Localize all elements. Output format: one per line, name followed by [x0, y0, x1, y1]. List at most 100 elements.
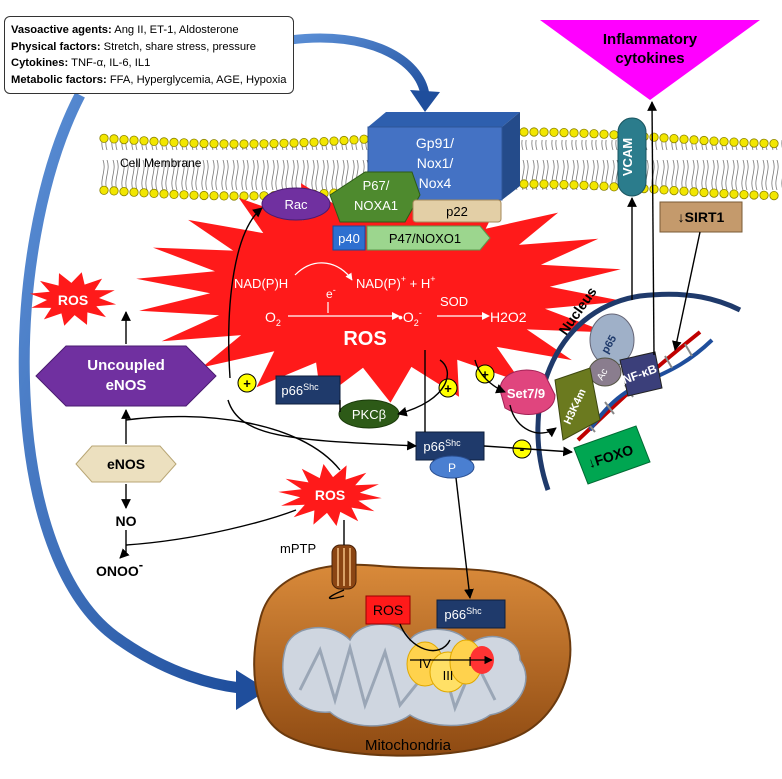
membrane-bead: [569, 128, 579, 138]
membrane-bead: [349, 135, 359, 145]
membrane-bead: [769, 191, 779, 201]
membrane-bead: [589, 181, 599, 191]
membrane-bead: [329, 136, 339, 146]
electron-transport-complexes: IV III I: [406, 639, 494, 693]
p40-label: p40: [338, 231, 360, 246]
nadph-text: NAD(P)H: [234, 276, 288, 291]
membrane-bead: [319, 137, 329, 147]
complex-i-label: I: [468, 654, 472, 669]
membrane-bead: [739, 190, 749, 200]
membrane-bead: [559, 128, 569, 138]
stimulus-arrow-to-membrane: [289, 33, 430, 96]
membrane-bead: [109, 186, 119, 196]
sirt1-label: ↓SIRT1: [678, 209, 725, 225]
membrane-bead: [549, 127, 559, 137]
stimuli-legend: Vasoactive agents: Ang II, ET-1, Aldoste…: [4, 16, 294, 94]
ros-title: ROS: [343, 328, 386, 350]
ac-label: Ac: [595, 367, 610, 383]
mptp-label: mPTP: [280, 541, 316, 556]
membrane-bead: [139, 136, 149, 146]
ros-mid-starburst: [278, 464, 382, 526]
membrane-bead: [189, 138, 199, 148]
svg-text:+: +: [481, 367, 489, 382]
nfkb-complex: p65 Ac NF-κB: [588, 313, 663, 397]
membrane-bead: [229, 139, 239, 149]
complex-iv-label: IV: [419, 656, 432, 671]
membrane-bead: [739, 138, 749, 148]
membrane-bead: [219, 191, 229, 201]
gp91-line1: Gp91/: [416, 135, 454, 151]
stimulus-arrowhead-mitochondria: [236, 670, 268, 710]
enos-label: eNOS: [107, 456, 145, 472]
membrane-bead: [689, 187, 699, 197]
membrane-bead: [679, 134, 689, 144]
membrane-bead: [199, 190, 209, 201]
membrane-bead: [519, 179, 529, 189]
membrane-bead: [599, 181, 609, 191]
nadp-text: NAD(P)+ + H+: [356, 274, 436, 291]
vcam-label: VCAM: [620, 138, 635, 176]
membrane-bead: [709, 136, 719, 146]
pkc-label: PKCβ: [352, 407, 386, 422]
uncoupled-enos-hexagon: Uncoupled eNOS: [35, 345, 217, 407]
membrane-bead: [749, 190, 759, 200]
svg-text:+: +: [444, 381, 452, 396]
inflammatory-cytokines-triangle: Inflammatory cytokines: [540, 20, 760, 100]
membrane-bead: [529, 179, 539, 189]
p22-box: [412, 199, 502, 223]
membrane-bead: [169, 137, 179, 147]
legend-row: Physical factors: Stretch, share stress,…: [11, 40, 256, 53]
membrane-bead: [549, 179, 559, 189]
mito-ros-box: ROS: [365, 595, 411, 625]
set79-shape: Set7/9: [499, 369, 556, 415]
mito-ros-label: ROS: [373, 602, 403, 618]
membrane-bead: [249, 139, 259, 149]
membrane-bead: [539, 127, 549, 137]
ros-mid-label: ROS: [315, 487, 345, 503]
membrane-bead: [579, 128, 589, 138]
membrane-bead: [199, 138, 209, 149]
p66-mid-label: p66Shc: [423, 438, 461, 454]
membrane-bead: [729, 189, 739, 199]
gp91-line2: Nox1/: [417, 155, 454, 171]
membrane-bead: [539, 179, 549, 189]
mito-p66-box: p66Shc: [436, 599, 506, 629]
membrane-bead: [149, 136, 159, 146]
cytokines-line1: Inflammatory: [603, 31, 698, 48]
membrane-bead: [719, 137, 729, 147]
h3k4m-shape: H3K4m: [554, 367, 601, 441]
membrane-bead: [109, 134, 119, 144]
nucleus-envelope: [535, 291, 742, 491]
p66-upper-box: p66Shc: [275, 375, 341, 405]
membrane-bead: [119, 187, 129, 197]
h2o2-text: H2O2: [490, 309, 527, 325]
membrane-bead: [699, 187, 709, 198]
complex-iii-label: III: [443, 668, 454, 683]
membrane-bead: [189, 190, 199, 200]
membrane-bead: [259, 139, 269, 149]
stimulus-arrow-to-mitochondria: [18, 92, 241, 694]
membrane-bead: [659, 133, 669, 143]
membrane-bead: [129, 187, 139, 197]
membrane-bead: [179, 190, 189, 200]
membrane-bead: [669, 186, 679, 196]
membrane-bead: [529, 127, 539, 137]
gp91-line3: Nox4: [419, 175, 452, 191]
stimulus-arrowhead-membrane: [410, 90, 440, 112]
membrane-bead: [289, 138, 299, 148]
membrane-bead: [679, 186, 689, 196]
sirt1-box: ↓SIRT1: [659, 201, 743, 233]
membrane-bead: [689, 135, 699, 145]
p67-box: [329, 171, 421, 223]
legend-row: Metabolic factors: FFA, Hyperglycemia, A…: [11, 73, 287, 86]
membrane-bead: [159, 137, 169, 147]
pkc-oval: PKCβ: [338, 399, 400, 429]
membrane-bead: [709, 188, 719, 198]
vcam-receptor: VCAM: [617, 117, 647, 197]
onoo-label: ONOO-: [96, 557, 143, 579]
nox-complex: Gp91/ Nox1/ Nox4 P67/ NOXA1 p22 Rac p40 …: [261, 112, 520, 251]
o2-text: O2: [265, 309, 281, 328]
uncoupled-line2: eNOS: [106, 377, 147, 394]
mptp-channel: [331, 544, 357, 590]
membrane-bead: [759, 190, 769, 200]
